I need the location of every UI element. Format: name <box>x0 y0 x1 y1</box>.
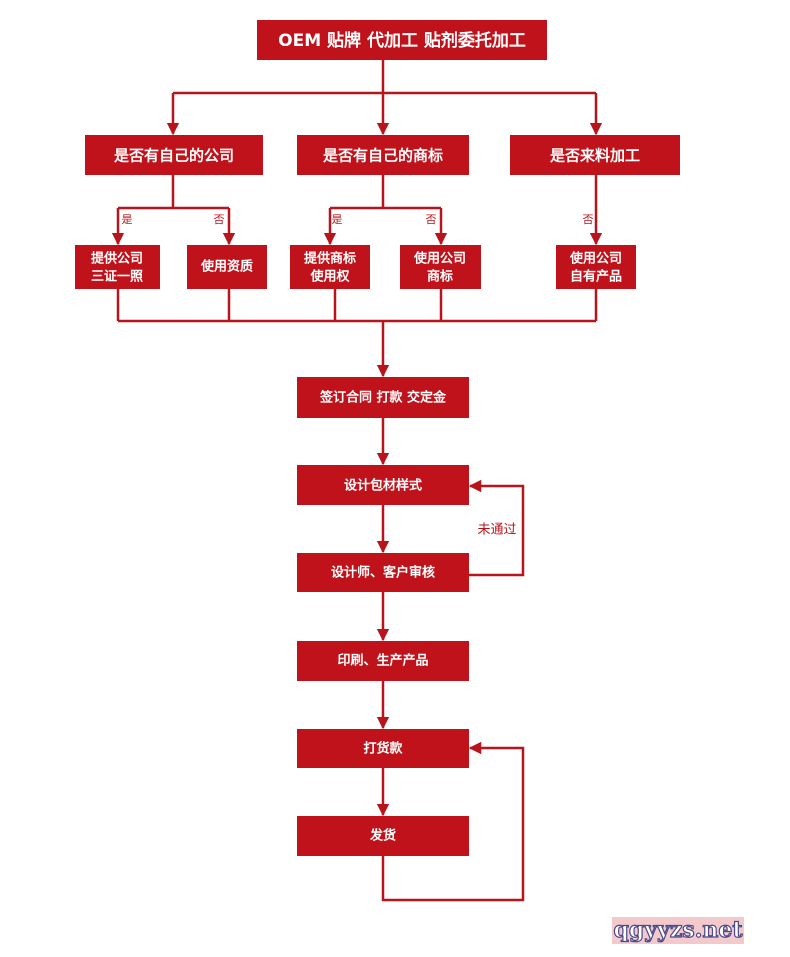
step-box-review: 设计师、客户审核 <box>297 553 469 592</box>
title-box: OEM 贴牌 代加工 贴剂委托加工 <box>257 20 547 60</box>
option-text: 使用资质 <box>200 259 253 275</box>
step-box-design: 设计包材样式 <box>297 465 469 505</box>
question-box-material: 是否来料加工 <box>510 135 680 175</box>
branch-label-no: 否 <box>426 213 437 226</box>
option-text: 使用权 <box>309 269 350 285</box>
option-box: 提供商标 使用权 <box>290 245 370 289</box>
branch-label-yes: 是 <box>332 213 343 226</box>
step-text: 打货款 <box>363 741 403 757</box>
step-text: 签订合同 打款 交定金 <box>319 390 447 406</box>
step-box-payment: 打货款 <box>297 729 469 768</box>
step-box-contract: 签订合同 打款 交定金 <box>297 377 469 418</box>
connectors <box>111 60 603 902</box>
option-text: 提供商标 <box>304 251 356 267</box>
option-text: 使用公司 <box>413 251 466 267</box>
question-text: 是否有自己的商标 <box>322 147 443 165</box>
step-text: 印刷、生产产品 <box>337 653 428 669</box>
step-text: 设计师、客户审核 <box>331 565 435 581</box>
question-text: 是否来料加工 <box>549 147 640 165</box>
option-box: 使用公司 自有产品 <box>556 245 636 289</box>
question-text: 是否有自己的公司 <box>113 147 234 165</box>
step-box-print: 印刷、生产产品 <box>297 641 469 681</box>
watermark: qgyyzs.net <box>612 916 744 944</box>
option-box: 使用资质 <box>187 245 267 289</box>
feedback-label: 未通过 <box>477 523 516 538</box>
step-text: 发货 <box>369 828 396 844</box>
watermark-text: qgyyzs.net <box>613 917 743 943</box>
option-text: 使用公司 <box>569 251 622 267</box>
step-text: 设计包材样式 <box>344 478 422 494</box>
option-text: 提供公司 <box>91 251 143 267</box>
question-box-company: 是否有自己的公司 <box>85 135 263 175</box>
step-box-ship: 发货 <box>297 816 469 856</box>
option-text: 商标 <box>427 269 453 285</box>
option-text: 自有产品 <box>570 269 622 285</box>
option-box: 使用公司 商标 <box>400 245 481 289</box>
option-box: 提供公司 三证一照 <box>75 245 160 289</box>
branch-label-yes: 是 <box>122 213 133 226</box>
branch-label-no: 否 <box>583 213 594 226</box>
branch-label-no: 否 <box>214 213 225 226</box>
title-text: OEM 贴牌 代加工 贴剂委托加工 <box>278 30 526 51</box>
option-text: 三证一照 <box>91 270 143 285</box>
question-box-trademark: 是否有自己的商标 <box>297 135 469 175</box>
